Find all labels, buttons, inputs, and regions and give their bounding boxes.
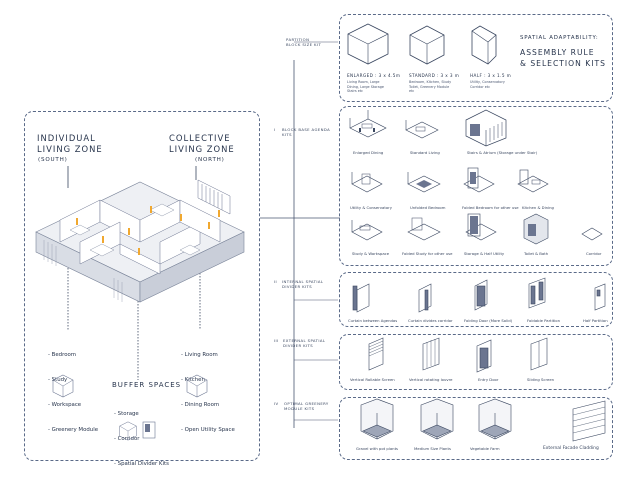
timeline-numeral-2: II <box>274 279 278 284</box>
external-kit-icons <box>368 337 548 373</box>
buffer-hex-icon <box>119 421 137 441</box>
kit-folded-study-icon <box>407 217 441 241</box>
kit-label-folded-study: Folded Study for other use <box>402 251 453 256</box>
internal-label-1: Curtain divides corridor <box>408 318 453 323</box>
kit-study-icon <box>351 220 383 241</box>
kit-standard-living-icon <box>405 120 439 139</box>
kit-label-standard-living: Standard Living <box>410 150 440 155</box>
collective-zone-orientation: (NORTH) <box>195 157 225 163</box>
timeline-label-internal: INTERNAL SPATIAL DIVIDER KITS <box>282 279 324 290</box>
timeline-label-partition: PARTITION BLOCK SIZE KIT <box>286 37 322 48</box>
kit-folded-bedroom-icon <box>463 167 495 193</box>
agenda-kits-frame <box>339 106 613 266</box>
internal-kit-icons <box>352 277 606 313</box>
living-hex-icon <box>186 374 208 398</box>
kit-corridor-icon <box>581 227 603 241</box>
kit-label-study: Study & Workspace <box>352 251 390 256</box>
kit-kitchen-dining-icon <box>517 169 549 193</box>
internal-label-0: Curtain between Agendas <box>348 318 398 323</box>
collective-zone-title: COLLECTIVE LIVING ZONE <box>169 133 235 154</box>
buffer-spaces-title: BUFFER SPACES <box>112 381 182 389</box>
kit-enlarged-dining-icon <box>349 110 387 138</box>
internal-label-4: Half Partition <box>583 318 608 323</box>
timeline-numeral-3: III <box>274 338 279 343</box>
individual-zone-title: INDIVIDUAL LIVING ZONE <box>37 133 103 154</box>
greenery-hex-icon <box>52 374 74 398</box>
timeline-label-external: EXTERNAL SPATIAL DIVIDER KITS <box>283 338 326 349</box>
kit-label-folded-bedroom: Folded Bedroom for other use <box>462 205 519 210</box>
buffer-divider-icon <box>142 421 156 439</box>
individual-zone-list: - Bedroom - Study - Workspace - Greenery… <box>48 351 99 434</box>
greenery-kits-frame <box>339 397 613 460</box>
kit-unfolded-bedroom-icon <box>407 172 441 193</box>
buffer-spaces-list: - Storage - Corridor - Spatial Divider K… <box>114 410 169 468</box>
greenery-label-3: External Facade Cladding <box>543 446 599 451</box>
block-standard-desc: Bedroom, Kitchen, Study Toilet, Greenery… <box>409 80 452 94</box>
block-half-icon <box>471 25 497 65</box>
kit-label-toilet: Toilet & Bath <box>524 251 549 256</box>
kit-toilet-icon <box>523 213 549 245</box>
kit-label-storage: Storage & Half Utility <box>464 251 505 256</box>
block-enlarged-icon <box>347 23 389 65</box>
external-label-3: Sliding Screen <box>527 377 555 382</box>
greenery-label-0: Gravel with pot plants <box>356 446 399 451</box>
block-standard-icon <box>409 25 445 65</box>
external-kits-frame <box>339 334 613 390</box>
external-label-0: Vertical Rollable Screen <box>350 377 395 382</box>
individual-zone-orientation: (SOUTH) <box>38 157 68 163</box>
block-standard-size: STANDARD : 3 x 3 m <box>409 73 460 78</box>
kit-label-unfolded-bedroom: Unfolded Bedroom <box>410 205 446 210</box>
kit-label-kitchen-dining: Kitchen & Dining <box>522 205 554 210</box>
timeline-label-greenery: OPTIMAL GREENERY MODULE KITS <box>284 401 329 412</box>
timeline-numeral-1: I <box>274 127 276 132</box>
collective-zone-list: - Living Room - Kitchen - Dining Room - … <box>181 351 235 434</box>
internal-label-3: Foldable Partition <box>527 318 560 323</box>
block-enlarged-size: ENLARGED : 3 x 4.5m <box>347 73 401 78</box>
greenery-kit-icons <box>360 398 606 442</box>
block-size-frame <box>339 14 613 102</box>
kit-label-utility: Utility & Conservatory <box>350 205 392 210</box>
isometric-floor-plan <box>35 179 245 303</box>
external-label-1: Vertical rotating louvre <box>409 377 453 382</box>
kit-storage-icon <box>465 213 497 241</box>
internal-kits-frame <box>339 272 613 327</box>
internal-label-2: Folding Door (More Solid) <box>464 318 513 323</box>
timeline-numeral-4: IV <box>274 401 279 406</box>
block-enlarged-desc: Living Room, Large Dining, Large Storage… <box>347 80 384 94</box>
header-title: SPATIAL ADAPTABILITY: ASSEMBLY RULE & SE… <box>520 35 606 68</box>
timeline-label-agenda: BLOCK BASE AGENDA KITS <box>282 127 331 138</box>
left-panel-frame <box>24 111 260 461</box>
greenery-label-1: Medium Size Plants <box>414 446 451 451</box>
external-label-2: Entry Door <box>478 377 499 382</box>
block-half-size: HALF : 3 x 1.5 m <box>470 73 512 78</box>
kit-label-corridor: Corridor <box>586 251 602 256</box>
kit-utility-icon <box>351 172 383 193</box>
greenery-label-2: Vegetable Farm <box>470 446 500 451</box>
block-half-desc: Utility, Conservatory Corridor etc <box>470 80 505 89</box>
kit-stairs-atrium-icon <box>465 109 507 147</box>
kit-label-stairs-atrium: Stairs & Atrium (Storage under Stair) <box>467 150 538 155</box>
kit-label-enlarged-dining: Enlarged Dining <box>353 150 384 155</box>
